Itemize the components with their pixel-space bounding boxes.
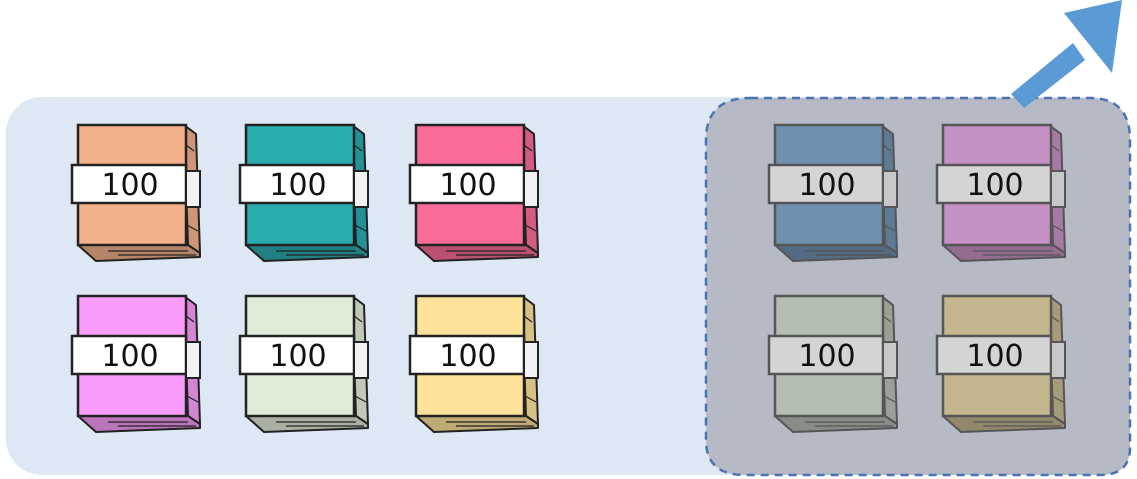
stack-label: 100: [966, 339, 1023, 374]
stack-label: 100: [798, 339, 855, 374]
stack-label: 100: [269, 339, 326, 374]
money-stack: 100: [769, 296, 897, 432]
money-stack: 100: [937, 125, 1065, 261]
stack-label: 100: [101, 168, 158, 203]
stack-label: 100: [439, 168, 496, 203]
money-stack: 100: [72, 296, 200, 432]
stack-label: 100: [439, 339, 496, 374]
arrow-up-right-icon: [1011, 0, 1122, 108]
money-stack: 100: [937, 296, 1065, 432]
stack-label: 100: [966, 168, 1023, 203]
stack-label: 100: [269, 168, 326, 203]
stack-label: 100: [798, 168, 855, 203]
money-stack: 100: [240, 125, 368, 261]
selected-group-box: [706, 98, 1130, 475]
money-stack: 100: [410, 125, 538, 261]
money-stack: 100: [72, 125, 200, 261]
money-stack: 100: [769, 125, 897, 261]
money-stack: 100: [410, 296, 538, 432]
stack-label: 100: [101, 339, 158, 374]
money-stack: 100: [240, 296, 368, 432]
